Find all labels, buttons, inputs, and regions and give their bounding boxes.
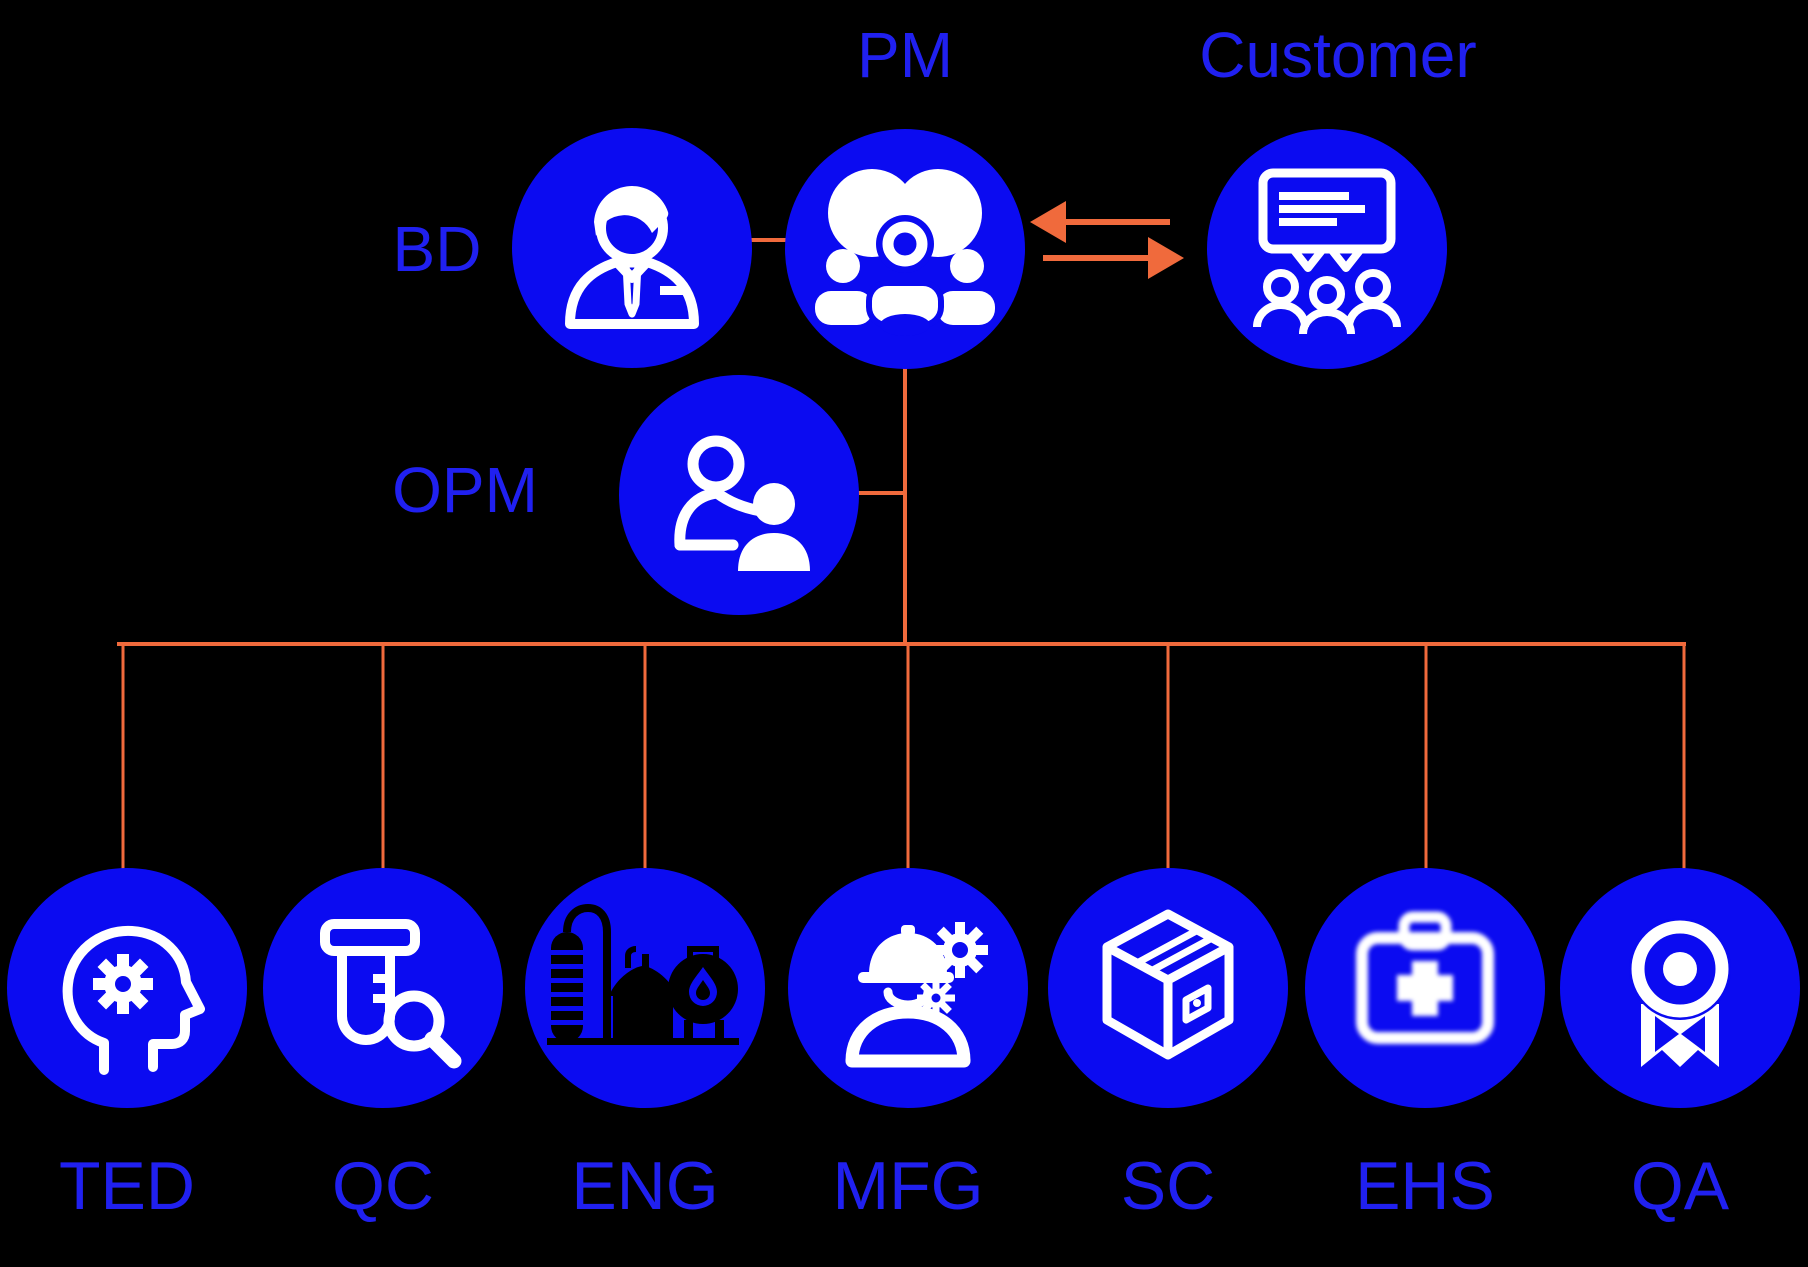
- sc-label: SC: [1120, 1148, 1216, 1224]
- node-opm: [619, 375, 859, 615]
- mfg-label: MFG: [832, 1148, 984, 1224]
- node-ted: [7, 868, 247, 1108]
- process-plant-icon: [547, 903, 739, 1045]
- node-qa: [1560, 868, 1800, 1108]
- presentation-audience-icon: [1253, 168, 1401, 335]
- node-pm: [785, 129, 1025, 369]
- node-mfg: [788, 868, 1028, 1108]
- arrow-customer-to-pm: [1030, 201, 1170, 243]
- package-box-icon: [1102, 909, 1234, 1060]
- test-tube-magnifier-icon: [320, 919, 462, 1069]
- node-customer: [1207, 129, 1447, 369]
- arrow-pm-to-customer: [1043, 237, 1184, 279]
- mentoring-people-icon: [674, 435, 810, 571]
- node-ehs: [1305, 868, 1545, 1108]
- arrowhead-right-icon: [1148, 237, 1184, 279]
- qc-label: QC: [332, 1148, 434, 1224]
- worker-gears-icon: [845, 922, 988, 1068]
- node-sc: [1048, 868, 1288, 1108]
- node-eng: [525, 868, 765, 1108]
- customer-label: Customer: [1199, 19, 1477, 91]
- arrowhead-left-icon: [1030, 201, 1066, 243]
- first-aid-kit-icon: [1356, 911, 1494, 1044]
- businessman-icon: [565, 186, 699, 329]
- node-bd: [512, 128, 752, 368]
- award-ribbon-icon: [1629, 918, 1731, 1067]
- ehs-label: EHS: [1355, 1148, 1495, 1224]
- eng-label: ENG: [571, 1148, 719, 1224]
- bd-label: BD: [392, 213, 482, 285]
- qa-label: QA: [1630, 1148, 1730, 1224]
- ted-label: TED: [59, 1148, 195, 1224]
- head-gear-icon: [62, 925, 205, 1075]
- pm-label: PM: [857, 19, 953, 91]
- team-cloud-icon: [815, 169, 995, 336]
- opm-label: OPM: [392, 454, 538, 526]
- node-qc: [263, 868, 503, 1108]
